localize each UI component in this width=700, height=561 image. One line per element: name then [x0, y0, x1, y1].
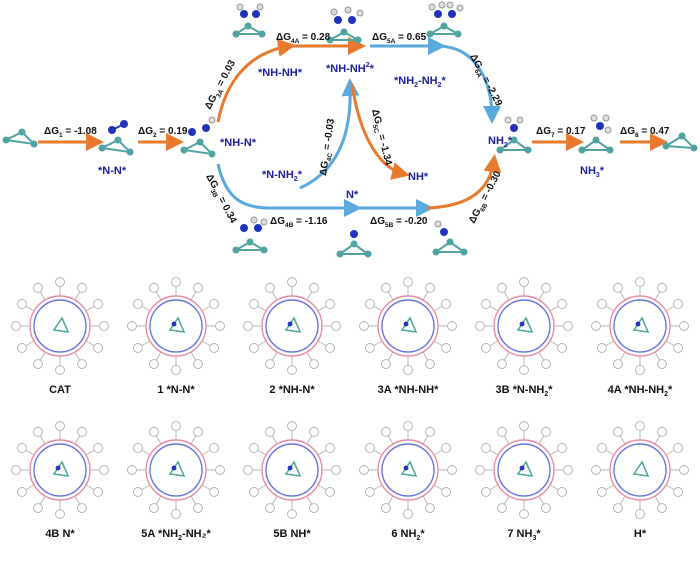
structure-cell: 3B *N-NH2* [466, 276, 582, 416]
dg-step-5b: ΔG5B = -0.20 [370, 216, 428, 229]
molecule-nh [432, 220, 468, 256]
molecule-n-n [98, 120, 134, 156]
arrow-step-3a [216, 38, 296, 123]
dg-step-6a: ΔG6A = -2.29 [466, 52, 505, 109]
dg-step-4c: ΔG4C = -0.03 [318, 118, 339, 177]
porphyrin-cage-model [359, 421, 457, 519]
porphyrin-cage-model [359, 277, 457, 375]
arrow-step-6a [439, 44, 501, 124]
porphyrin-cage-model [243, 277, 341, 375]
dg-step-5a: ΔG5A = 0.65 [372, 32, 427, 45]
dg-step-7: ΔG7 = 0.17 [536, 126, 586, 139]
structure-cell: 6 NH2* [350, 420, 466, 560]
structure-label: 2 *NH-N* [269, 384, 315, 396]
molecule-n-nh2 [232, 216, 268, 254]
structure-label: CAT [49, 384, 71, 396]
arrow-step-3b [216, 163, 271, 210]
molecule-nh2 [496, 116, 532, 154]
porphyrin-cage-model [243, 421, 341, 519]
structure-cell: CAT [2, 276, 118, 416]
molecule-cat-start [2, 128, 38, 148]
structure-label: 4A *NH-NH2* [607, 384, 673, 399]
porphyrin-cage-model [127, 421, 225, 519]
porphyrin-cage-model [591, 421, 689, 519]
species-nh2-nh2: *NH2-NH2* [394, 75, 447, 89]
structure-label: 3A *NH-NH* [377, 384, 439, 396]
porphyrin-cage-model [475, 421, 573, 519]
structure-label: 3B *N-NH2* [495, 384, 553, 399]
structure-cell: H* [582, 420, 698, 560]
dg-step-4b: ΔG4B = -1.16 [270, 216, 328, 229]
species-nh-nh2: *NH-NH2* [326, 62, 375, 75]
molecule-n [336, 230, 372, 258]
molecule-nh3 [578, 114, 614, 154]
species-nh-n: *NH-N* [220, 137, 257, 149]
dg-step-3b: ΔG3B = 0.34 [202, 172, 239, 226]
structure-label: H* [633, 528, 647, 540]
species-nh: NH* [408, 171, 429, 183]
structure-label: 7 NH3* [507, 528, 541, 543]
reaction-scheme: ΔG1 = -1.08 ΔG2 = 0.19 ΔG3A = 0.03 ΔG3B … [2, 1, 698, 258]
species-nh3: NH3* [580, 165, 605, 179]
structure-label: 6 NH2* [391, 528, 425, 543]
species-nh2: NH2* [488, 135, 513, 149]
structure-cell: 5B NH* [234, 420, 350, 560]
structure-grid: CAT 1 *N-N* 2 *NH-N* 3A *NH-NH* 3B *N-NH2* 4A… [0, 276, 700, 561]
species-n-nh2: *N-NH2* [262, 169, 303, 183]
arrow-step-4c [299, 78, 360, 190]
molecule-nh2-nh2 [426, 1, 464, 38]
porphyrin-cage-model [127, 277, 225, 375]
molecule-cat-end [662, 132, 698, 152]
structure-label: 4B N* [45, 528, 75, 540]
structure-label: 5B NH* [273, 528, 311, 540]
dg-step-4a: ΔG4A = 0.28 [276, 32, 331, 45]
species-nh-nh: *NH-NH* [258, 67, 303, 79]
species-n: N* [346, 189, 359, 201]
molecule-nh-n [180, 116, 216, 158]
structure-cell: 2 *NH-N* [234, 276, 350, 416]
species-n-n: *N-N* [98, 165, 127, 177]
arrow-step-6b [427, 154, 502, 210]
structure-cell: 5A *NH2-NH₂* [118, 420, 234, 560]
structure-label: 5A *NH2-NH₂* [141, 528, 211, 543]
dg-step-2: ΔG2 = 0.19 [138, 126, 188, 139]
arrow-step-5c [350, 83, 410, 180]
molecule-nh-nh2 [326, 6, 364, 44]
structure-cell: 4A *NH-NH2* [582, 276, 698, 416]
porphyrin-cage-model [591, 277, 689, 375]
structure-cell: 7 NH3* [466, 420, 582, 560]
structure-cell: 3A *NH-NH* [350, 276, 466, 416]
molecule-nh-nh [232, 3, 266, 38]
dg-step-8: ΔG8 = 0.47 [620, 126, 670, 139]
porphyrin-cage-model [11, 421, 109, 519]
porphyrin-cage-model [475, 277, 573, 375]
structure-label: 1 *N-N* [157, 384, 195, 396]
porphyrin-cage-model [11, 277, 109, 375]
structure-cell: 1 *N-N* [118, 276, 234, 416]
structure-cell: 4B N* [2, 420, 118, 560]
dg-step-1: ΔG1 = -1.08 [44, 126, 97, 139]
